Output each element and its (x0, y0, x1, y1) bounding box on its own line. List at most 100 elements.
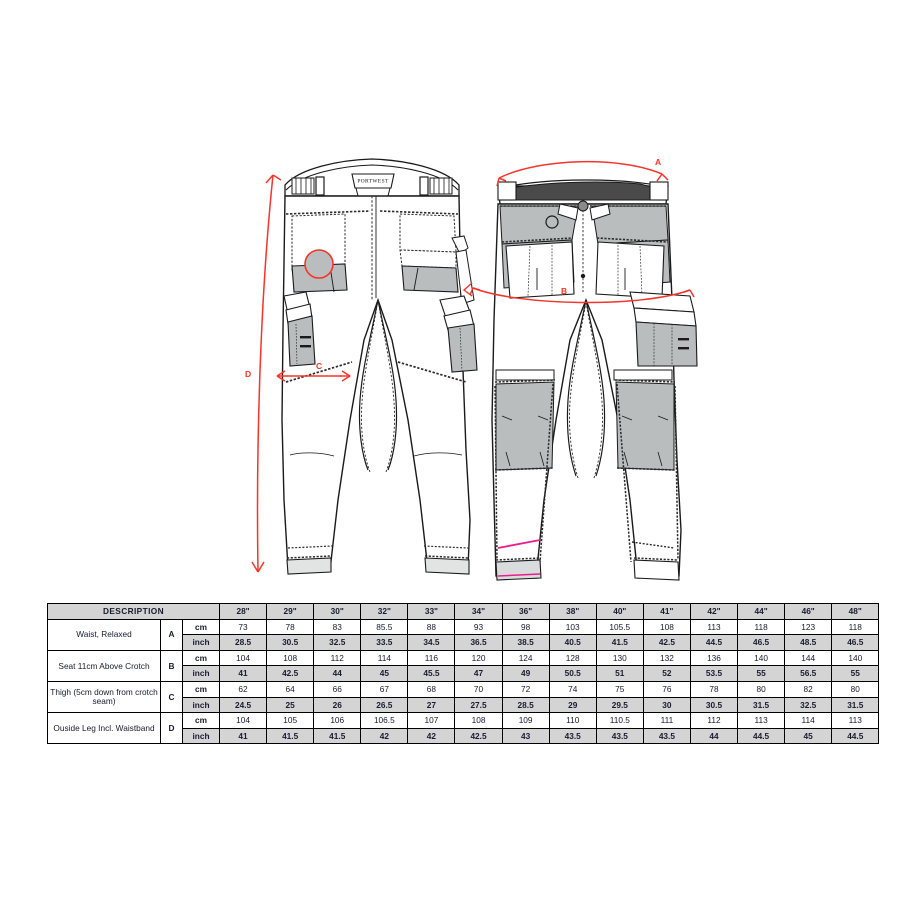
unit-label-inch: inch (182, 634, 220, 651)
measurement-value: 41.5 (595, 634, 644, 651)
measurement-value: 105 (266, 712, 315, 729)
table-header: DESCRIPTION 28" 29" 30" 32" 33" 34" 36" … (47, 603, 880, 620)
measurement-value: 44.5 (831, 727, 880, 745)
measurement-value: 31.5 (737, 696, 786, 714)
measurement-value: 36.5 (454, 634, 503, 651)
measurement-value: 107 (407, 712, 456, 729)
measurement-value: 108 (642, 618, 691, 636)
measurement-value: 109 (501, 712, 550, 729)
unit-label-cm: cm (182, 618, 220, 636)
measurement-value: 27 (407, 696, 456, 714)
measurement-value: 49 (501, 665, 550, 682)
size-header-5: 34" (454, 603, 503, 620)
measurement-value: 41.5 (266, 727, 315, 745)
measurement-value: 113 (737, 712, 786, 729)
measurement-value: 43 (501, 727, 550, 745)
measurement-value: 45.5 (407, 665, 456, 682)
measurement-value: 136 (689, 649, 739, 667)
measurement-value: 29.5 (595, 696, 644, 714)
brand-label-front: PORTWEST (357, 179, 389, 185)
measure-label-d: D (245, 369, 251, 379)
measure-line-d (256, 174, 274, 573)
measurement-value: 114 (784, 712, 833, 729)
measurement-value: 112 (689, 712, 739, 729)
measurement-value: 74 (548, 680, 597, 698)
measurement-value: 55 (831, 665, 880, 682)
size-header-2: 30" (313, 603, 362, 620)
measurement-value: 46.5 (831, 634, 880, 651)
highlight-marker-circle (304, 249, 334, 279)
measurement-value: 80 (737, 680, 786, 698)
measurement-value: 46.5 (737, 634, 786, 651)
measure-label-b: B (561, 286, 567, 296)
size-header-0: 28" (218, 603, 268, 620)
size-header-11: 44" (737, 603, 786, 620)
measurement-value: 30.5 (266, 634, 315, 651)
measurement-value: 88 (407, 618, 456, 636)
measurement-value: 140 (831, 649, 880, 667)
measurement-value: 73 (218, 618, 268, 636)
measurement-value: 108 (266, 649, 315, 667)
measurement-value: 40.5 (548, 634, 597, 651)
measurement-value: 25 (266, 696, 315, 714)
unit-label-inch: inch (182, 727, 220, 745)
measurement-value: 113 (831, 712, 880, 729)
unit-label-inch: inch (182, 696, 220, 714)
size-header-10: 42" (689, 603, 739, 620)
measurement-value: 44.5 (689, 634, 739, 651)
measure-line-b (472, 287, 691, 304)
back-view-trousers: A B (469, 157, 698, 581)
measurement-value: 103 (548, 618, 597, 636)
measurement-value: 70 (454, 680, 503, 698)
measurement-description-2: Thigh (5cm down from crotch seam) (47, 680, 161, 714)
measurement-value: 42 (360, 727, 409, 745)
measurement-value: 44 (689, 727, 739, 745)
measure-line-a (498, 160, 663, 179)
measurement-value: 34.5 (407, 634, 456, 651)
measurement-value: 118 (737, 618, 786, 636)
measurement-value: 28.5 (501, 696, 550, 714)
measurement-value: 75 (595, 680, 644, 698)
measurement-value: 38.5 (501, 634, 550, 651)
measurement-value: 68 (407, 680, 456, 698)
measure-label-c: C (316, 361, 322, 371)
unit-label-cm: cm (182, 649, 220, 667)
measurement-value: 43.5 (642, 727, 691, 745)
measurement-description-0: Waist, Relaxed (47, 618, 161, 651)
measurement-value: 112 (313, 649, 362, 667)
measurement-value: 108 (454, 712, 503, 729)
measurement-value: 113 (689, 618, 739, 636)
measurement-value: 31.5 (831, 696, 880, 714)
measurement-value: 41 (218, 727, 268, 745)
measurement-value: 33.5 (360, 634, 409, 651)
measurement-value: 93 (454, 618, 503, 636)
measurement-value: 43.5 (595, 727, 644, 745)
measurement-value: 123 (784, 618, 833, 636)
measurement-description-1: Seat 11cm Above Crotch (47, 649, 161, 682)
measurement-value: 27.5 (454, 696, 503, 714)
measurement-value: 30 (642, 696, 691, 714)
measurement-value: 26.5 (360, 696, 409, 714)
measurement-value: 53.5 (689, 665, 739, 682)
size-header-6: 36" (501, 603, 550, 620)
description-header: DESCRIPTION (47, 603, 220, 620)
measurement-value: 76 (642, 680, 691, 698)
measurement-description-3: Ouside Leg Incl. Waistband (47, 712, 161, 745)
size-header-9: 41" (642, 603, 691, 620)
measurement-value: 118 (831, 618, 880, 636)
measurement-value: 140 (737, 649, 786, 667)
measurement-letter-c: C (160, 680, 183, 714)
measurement-value: 55 (737, 665, 786, 682)
measurement-value: 124 (501, 649, 550, 667)
measurement-value: 51 (595, 665, 644, 682)
measurement-value: 106.5 (360, 712, 409, 729)
measurement-value: 62 (218, 680, 268, 698)
size-header-8: 40" (595, 603, 644, 620)
measurement-value: 78 (689, 680, 739, 698)
measurement-value: 29 (548, 696, 597, 714)
measurement-value: 67 (360, 680, 409, 698)
